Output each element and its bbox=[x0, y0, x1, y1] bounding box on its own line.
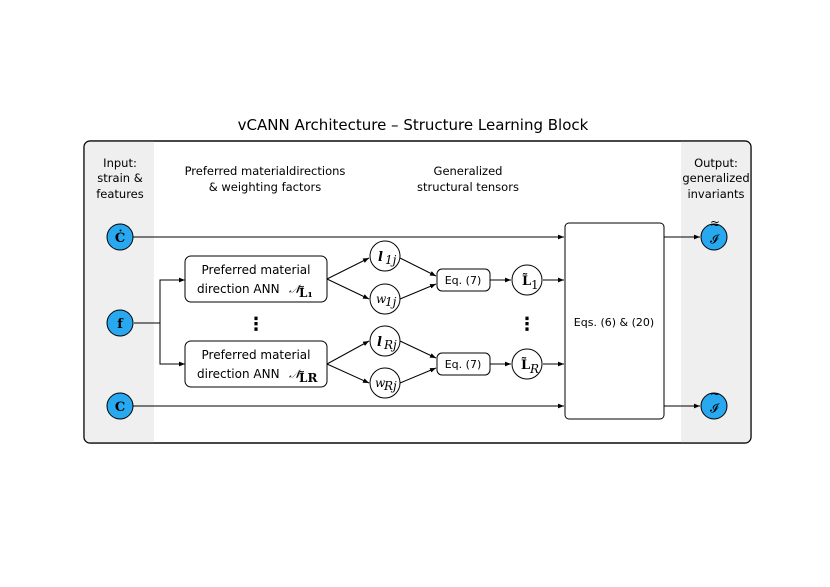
ellipsis-ann: ⋮ bbox=[247, 314, 265, 335]
ann-bottom-subscript: L̃R bbox=[299, 370, 319, 385]
svg-text:1j: 1j bbox=[385, 295, 397, 309]
ann-bottom-line1: Preferred material bbox=[202, 348, 311, 362]
svg-text:Rj: Rj bbox=[383, 338, 397, 352]
edge-ann-top-to-l1j bbox=[326, 257, 370, 280]
svg-text:f: f bbox=[117, 317, 124, 332]
node-L1: L̃ 1 bbox=[511, 264, 543, 296]
svg-text:w: w bbox=[375, 376, 386, 390]
node-l1j: l 1j bbox=[369, 240, 401, 272]
edge-ann-top-to-w1j bbox=[326, 278, 370, 300]
svg-text:~: ~ bbox=[710, 215, 720, 229]
svg-text:Rj: Rj bbox=[383, 379, 397, 393]
svg-text:Eqs. (6) & (20): Eqs. (6) & (20) bbox=[574, 316, 654, 329]
ann-top-symbol: 𝒩 bbox=[289, 282, 304, 296]
edge-lRj-to-eq7-bottom bbox=[399, 340, 437, 359]
input-node-c: C bbox=[106, 392, 134, 420]
svg-text:~: ~ bbox=[710, 387, 720, 401]
node-LR: L̃ R bbox=[511, 348, 543, 380]
ann-top-line2: direction ANN bbox=[197, 282, 280, 296]
edge-w1j-to-eq7-top bbox=[399, 283, 437, 300]
ann-box-bottom: Preferred material direction ANN 𝒩 L̃R bbox=[184, 340, 328, 388]
output-header-line3: invariants bbox=[687, 187, 744, 201]
directions-header-line2: & weighting factors bbox=[209, 180, 322, 194]
edge-l1j-to-eq7-top bbox=[399, 257, 437, 277]
node-wRj: w Rj bbox=[369, 367, 401, 399]
input-node-f: f bbox=[106, 309, 134, 337]
svg-text:Eq. (7): Eq. (7) bbox=[445, 274, 482, 287]
output-header-line2: generalized bbox=[682, 171, 749, 185]
svg-text:𝓘: 𝓘 bbox=[710, 232, 720, 246]
input-panel bbox=[84, 141, 154, 443]
output-node-i-tilde: 𝓘 ~ bbox=[700, 387, 728, 420]
svg-text:Ċ: Ċ bbox=[115, 229, 125, 246]
svg-text:L̃: L̃ bbox=[521, 357, 530, 373]
svg-text:l: l bbox=[377, 335, 382, 350]
output-header-line1: Output: bbox=[694, 156, 738, 170]
eq7-box-top: Eq. (7) bbox=[436, 268, 491, 292]
input-header-line1: Input: bbox=[103, 156, 137, 170]
input-header-line2: strain & bbox=[97, 171, 142, 185]
outer-frame-border bbox=[83, 140, 752, 444]
svg-text:L̃: L̃ bbox=[522, 273, 531, 289]
output-panel bbox=[681, 141, 751, 443]
svg-text:w: w bbox=[376, 292, 387, 306]
ann-top-subscript: L̃₁ bbox=[299, 285, 313, 300]
edge-f-to-ann-top bbox=[134, 277, 185, 324]
svg-text:C: C bbox=[115, 400, 125, 415]
ann-box-top: Preferred material direction ANN 𝒩 L̃₁ bbox=[184, 255, 328, 303]
ann-bottom-symbol: 𝒩 bbox=[289, 367, 304, 381]
ann-bottom-line2: direction ANN bbox=[197, 367, 280, 381]
edge-wRj-to-eq7-bottom bbox=[399, 367, 437, 384]
ann-top-line1: Preferred material bbox=[202, 263, 311, 277]
tensors-header-line1: Generalized bbox=[434, 164, 503, 178]
main-eq-box: Eqs. (6) & (20) bbox=[564, 222, 665, 420]
svg-text:𝓘: 𝓘 bbox=[710, 401, 720, 415]
svg-text:R: R bbox=[529, 362, 539, 376]
directions-header-line1: Preferred materialdirections bbox=[185, 164, 346, 178]
svg-text:l: l bbox=[378, 250, 383, 265]
edge-ann-bottom-to-wRj bbox=[326, 363, 370, 384]
edges bbox=[133, 234, 700, 409]
edge-f-to-ann-bottom bbox=[159, 323, 185, 367]
diagram-title: vCANN Architecture – Structure Learning … bbox=[238, 116, 589, 134]
svg-text:1: 1 bbox=[531, 278, 539, 292]
edge-ann-bottom-to-lRj bbox=[326, 340, 370, 365]
input-node-c-dot: Ċ bbox=[106, 223, 134, 251]
ellipsis-tensors: ⋮ bbox=[518, 314, 536, 335]
node-lRj: l Rj bbox=[369, 325, 401, 357]
svg-text:Eq. (7): Eq. (7) bbox=[445, 358, 482, 371]
eq7-box-bottom: Eq. (7) bbox=[436, 352, 491, 376]
tensors-header-line2: structural tensors bbox=[417, 180, 519, 194]
svg-text:1j: 1j bbox=[385, 253, 397, 267]
output-node-i-double-tilde: 𝓘 ~ ~ bbox=[700, 215, 728, 251]
node-w1j: w 1j bbox=[369, 283, 401, 315]
svg-text:~: ~ bbox=[710, 218, 720, 232]
input-header-line3: features bbox=[96, 187, 144, 201]
